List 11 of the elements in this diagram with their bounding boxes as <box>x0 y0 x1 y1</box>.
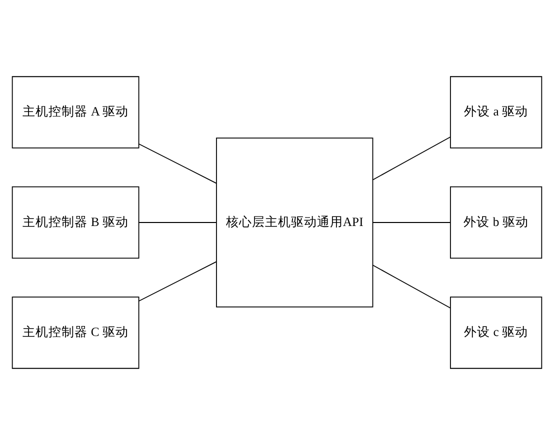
connector <box>372 136 451 180</box>
node-box: 核心层主机驱动通用API <box>216 137 374 307</box>
node-box: 主机控制器 C 驱动 <box>12 296 140 368</box>
node-box: 外设 c 驱动 <box>450 296 542 368</box>
connector <box>138 143 217 184</box>
connector <box>372 264 451 308</box>
connector <box>138 260 217 301</box>
node-box: 主机控制器 B 驱动 <box>12 186 140 258</box>
node-box: 外设 b 驱动 <box>450 186 542 258</box>
node-box: 主机控制器 A 驱动 <box>12 76 140 148</box>
node-box: 外设 a 驱动 <box>450 76 542 148</box>
